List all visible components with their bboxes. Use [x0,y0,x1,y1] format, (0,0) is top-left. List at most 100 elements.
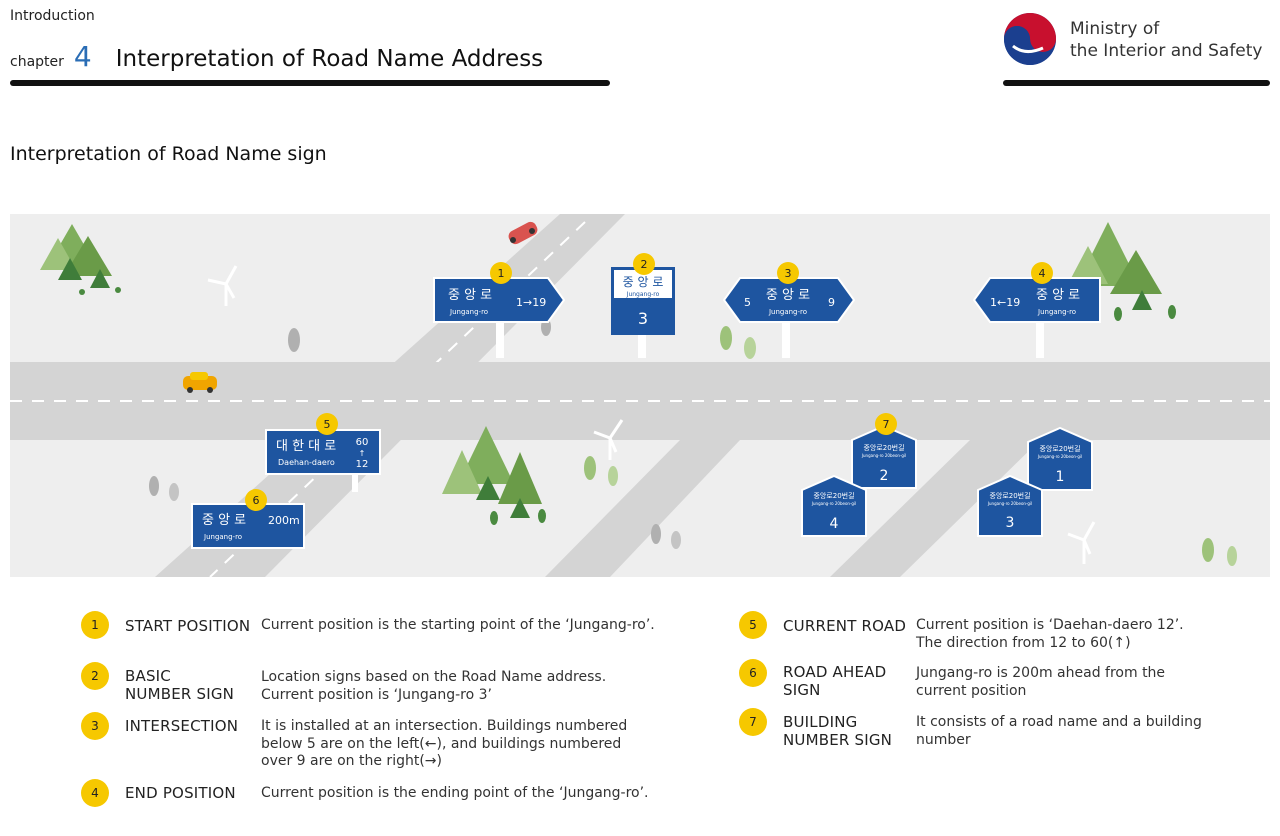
sign6-distance: 200m [268,514,300,527]
ministry-rule [1003,80,1270,86]
section-label: Introduction [10,8,95,24]
sign3-left: 5 [744,296,751,309]
legend-label-3: INTERSECTION [125,717,239,735]
legend-desc-1: Current position is the starting point o… [261,617,655,633]
ministry-line1: Ministry of [1070,19,1160,39]
legend-desc-2: Location signs based on the Road Name ad… [261,669,607,703]
legend-number: 3 [81,712,109,740]
lower-road-b [830,440,1040,577]
svg-text:3: 3 [785,267,792,280]
legend-item-5: 5 [739,611,767,639]
legend-item-2: 2 [81,662,109,690]
legend-label-1: START POSITION [125,617,251,635]
sign5-top: 60 [356,437,369,448]
bsign2-road-ko: 중앙로20번길 [863,443,904,452]
sign-current-road: 대 한 대 로 Daehan-daero 60 ↑ 12 [265,429,381,475]
tree-cluster-center [442,426,546,525]
sign4-range: 1←19 [990,296,1020,309]
svg-text:2: 2 [641,258,648,271]
bsign3-road-en: Jungang-ro 20beon-gil [987,501,1032,506]
red-car [508,221,538,245]
title-rule [10,80,610,86]
tree-cluster-topleft [40,224,121,295]
badge-5: 5 [316,413,338,435]
bsign1-number: 1 [1056,469,1065,485]
legend-desc-4: Current position is the ending point of … [261,785,649,801]
legend-item-6: 6 [739,659,767,687]
building-sign-1: 중앙로20번길 Jungang-ro 20beon-gil 1 [1027,426,1093,491]
svg-text:4: 4 [1039,267,1046,280]
sign-start-position: 중 앙 로 Jungang-ro 1→19 [433,277,566,323]
legend-desc-3: It is installed at an intersection. Buil… [261,718,628,769]
building-sign-3: 중앙로20번길 Jungang-ro 20beon-gil 3 [977,474,1043,537]
legend-label-5: CURRENT ROAD [783,617,907,635]
sign1-range: 1→19 [516,296,546,309]
building-sign-4: 중앙로20번길 Jungang-ro 20beon-gil 4 [801,474,867,537]
legend-item-7: 7 [739,708,767,736]
sign3-road-ko: 중 앙 로 [766,288,810,303]
badge-2: 2 [633,253,655,275]
sign4-road-en: Jungang-ro [1037,308,1076,316]
sign5-road-ko: 대 한 대 로 [276,439,336,454]
legend-number: 6 [739,659,767,687]
bsign4-road-ko: 중앙로20번길 [813,491,854,500]
legend-label-2: BASIC NUMBER SIGN [125,667,235,703]
legend-number: 7 [739,708,767,736]
svg-text:7: 7 [883,418,890,431]
svg-text:5: 5 [324,418,331,431]
legend-number: 2 [81,662,109,690]
sign1-road-en: Jungang-ro [449,308,488,316]
bsign2-road-en: Jungang-ro 20beon-gil [861,453,906,458]
building-sign-2: 중앙로20번길 Jungang-ro 20beon-gil 2 [851,424,917,489]
ministry-logo-icon [1003,12,1057,66]
yellow-car [183,372,217,393]
sign2-number: 3 [638,309,648,328]
sign3-right: 9 [828,296,835,309]
sign4-road-ko: 중 앙 로 [1036,288,1080,303]
legend-item-1: 1 [81,611,109,639]
ministry-name: Ministry of the Interior and Safety [1070,18,1263,62]
badge-7: 7 [875,413,897,435]
sign-end-position: 1←19 중 앙 로 Jungang-ro [972,277,1101,323]
chapter-heading: chapter 4 Interpretation of Road Name Ad… [10,40,543,73]
sign-intersection: 5 중 앙 로 Jungang-ro 9 [722,277,856,323]
windmill-right [1067,521,1096,564]
badge-1: 1 [490,262,512,284]
legend-number: 4 [81,779,109,807]
sign5-bottom: 12 [356,459,369,470]
bsign4-number: 4 [830,516,839,532]
chapter-word: chapter [10,54,64,70]
windmill-left [207,265,238,306]
chapter-number: 4 [73,40,92,73]
legend-item-4: 4 [81,779,109,807]
bsign3-road-ko: 중앙로20번길 [989,491,1030,500]
sign3-road-en: Jungang-ro [768,308,807,316]
badge-3: 3 [777,262,799,284]
section-title: Interpretation of Road Name sign [10,143,327,165]
sign2-road-ko: 중 앙 로 [623,275,664,289]
legend-number: 5 [739,611,767,639]
sign-road-ahead: 중 앙 로 Jungang-ro 200m [191,503,305,549]
lower-road-a [545,440,740,577]
legend-label-6: ROAD AHEAD SIGN [783,663,887,699]
legend-number: 1 [81,611,109,639]
ministry-line2: the Interior and Safety [1070,41,1263,61]
windmill-center [593,419,624,460]
sign5-road-en: Daehan-daero [278,458,335,467]
sign-basic-number: 중 앙 로 Jungang-ro 3 [611,267,675,335]
bsign2-number: 2 [880,468,889,484]
bsign3-number: 3 [1006,515,1015,531]
badge-4: 4 [1031,262,1053,284]
sign2-road-en: Jungang-ro [626,291,660,298]
tree-cluster-topright [1068,222,1176,321]
legend-label-7: BUILDING NUMBER SIGN [783,713,893,749]
badge-6: 6 [245,489,267,511]
sign6-road-ko: 중 앙 로 [202,513,246,528]
legend-desc-6: Jungang-ro is 200m ahead from the curren… [916,665,1166,699]
svg-text:1: 1 [498,267,505,280]
page-title: Interpretation of Road Name Address [115,46,544,72]
legend-label-4: END POSITION [125,784,236,802]
bsign1-road-ko: 중앙로20번길 [1039,444,1080,453]
bsign4-road-en: Jungang-ro 20beon-gil [811,501,856,506]
sign1-road-ko: 중 앙 로 [448,288,492,303]
